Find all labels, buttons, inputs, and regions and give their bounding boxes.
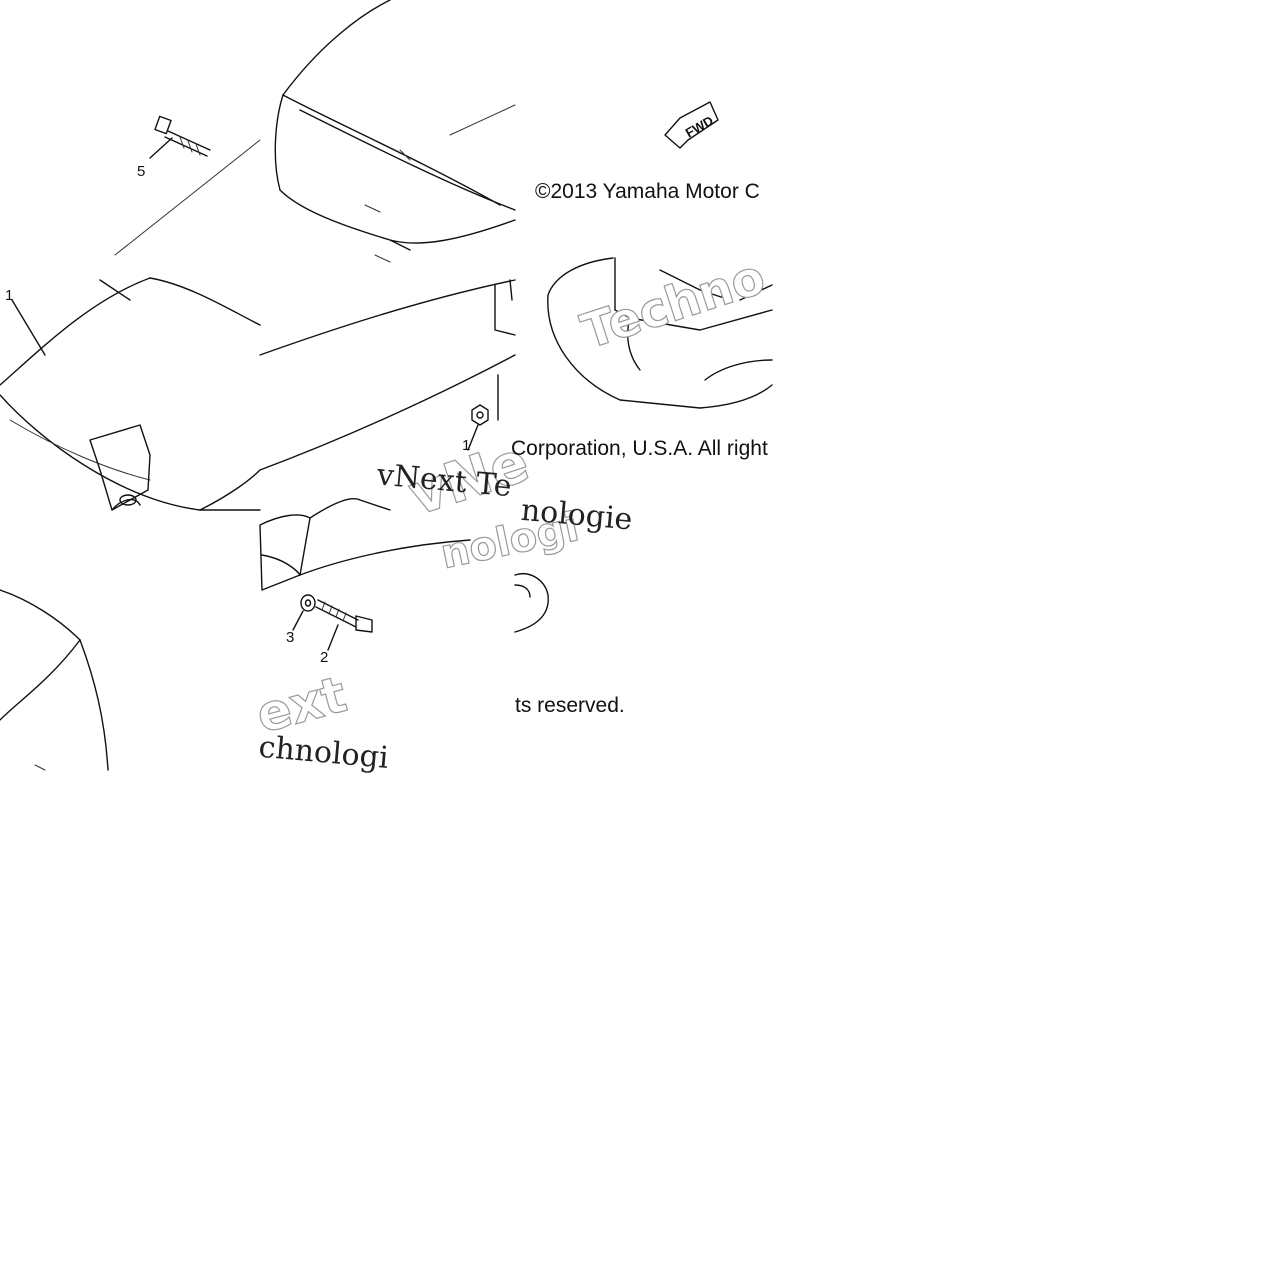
- bolt-part-2: [315, 599, 373, 651]
- callout-1-nut: 1: [462, 437, 470, 454]
- copyright-line-2: Corporation, U.S.A. All right: [511, 437, 768, 460]
- callout-5: 5: [137, 163, 145, 180]
- fwd-label: FWD: [683, 113, 716, 141]
- copyright-line-1: ©2013 Yamaha Motor C: [535, 180, 760, 203]
- washer-part-3: [292, 594, 316, 631]
- callout-2: 2: [320, 649, 328, 666]
- nut-part-1: [467, 404, 489, 451]
- bolt-part-5: [149, 115, 211, 159]
- seat-assembly-drawing: [0, 0, 549, 771]
- forward-arrow-icon: FWD: [664, 101, 719, 149]
- watermark-outline-a: Techno: [575, 249, 772, 361]
- copyright-line-3: ts reserved.: [515, 694, 625, 717]
- watermark-serif-b: chnologi: [257, 730, 390, 776]
- callout-3: 3: [286, 629, 294, 646]
- rear-seat-drawing: [547, 257, 773, 409]
- callout-1: 1: [5, 287, 13, 304]
